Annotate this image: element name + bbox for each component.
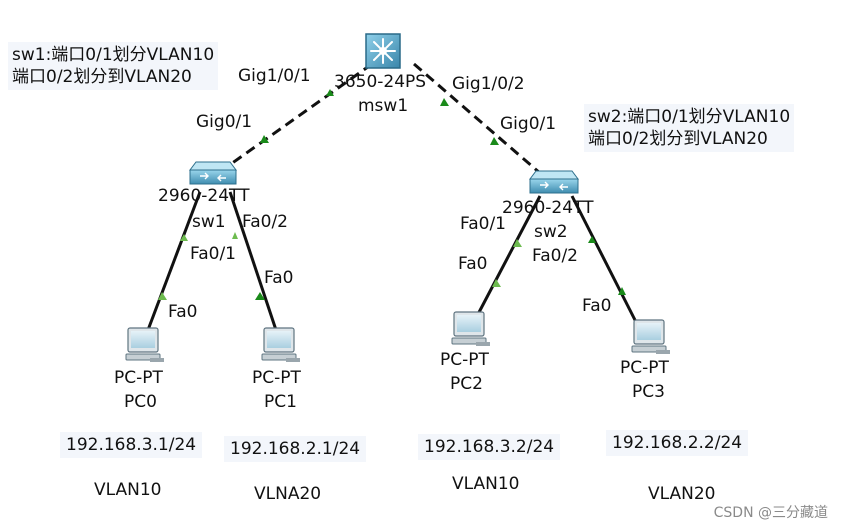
watermark: CSDN @三分藏道	[713, 505, 828, 521]
sw2-note-line1: sw2:端口0/1划分VLAN10	[588, 107, 791, 127]
pc0-ip-label: 192.168.3.1/24	[60, 432, 203, 458]
link-light-msw1-left	[326, 89, 334, 96]
port-label-sw1-fa02: Fa0/2	[242, 212, 288, 232]
pc2-vlan-label: VLAN10	[452, 474, 520, 494]
port-label-pc3-fa0: Fa0	[582, 296, 612, 316]
port-label-msw1-gig102: Gig1/0/2	[452, 74, 525, 94]
pc0-vlan-label: VLAN10	[94, 480, 162, 500]
sw2-note-line2: 端口0/2划分到VLAN20	[588, 129, 768, 149]
link-light-pc2-fa0	[492, 279, 501, 287]
msw1-name-label: msw1	[358, 96, 409, 116]
link-light-sw1-fa01	[180, 234, 188, 241]
port-label-sw2-fa02: Fa0/2	[532, 246, 578, 266]
link-msw1-sw1	[213, 62, 373, 178]
pc-icon[interactable]	[631, 319, 670, 354]
sw1-name-label: sw1	[192, 212, 226, 232]
pc2-name-label: PC2	[450, 374, 483, 394]
pc1-type-label: PC-PT	[252, 368, 301, 388]
sw1-note-line1: sw1:端口0/1划分VLAN10	[12, 45, 215, 65]
link-sw1-pc0	[146, 191, 202, 331]
sw1-config-note: sw1:端口0/1划分VLAN10 端口0/2划分到VLAN20	[8, 42, 219, 90]
link-light-sw2-up	[490, 137, 499, 145]
link-light-sw1-fa02	[232, 232, 238, 239]
sw2-config-note: sw2:端口0/1划分VLAN10 端口0/2划分到VLAN20	[584, 104, 795, 152]
port-label-pc0-fa0: Fa0	[168, 302, 198, 322]
pc3-name-label: PC3	[632, 382, 665, 402]
switch-icon[interactable]	[189, 161, 237, 185]
link-light-pc3-fa0	[618, 287, 626, 295]
port-label-sw1-fa01: Fa0/1	[190, 244, 236, 264]
sw2-model-label: 2960-24TT	[502, 198, 594, 218]
pc1-ip-label: 192.168.2.1/24	[224, 436, 367, 462]
link-light-pc0-fa0	[158, 292, 167, 300]
pc0-type-label: PC-PT	[114, 368, 163, 388]
port-label-pc1-fa0: Fa0	[264, 268, 294, 288]
pc-icon[interactable]	[125, 327, 164, 362]
port-label-sw2-fa01: Fa0/1	[460, 214, 506, 234]
pc-icon[interactable]	[261, 327, 300, 362]
port-label-msw1-gig101: Gig1/0/1	[238, 66, 311, 86]
msw1-model-label: 3650-24PS	[334, 72, 427, 92]
multilayer-switch-icon[interactable]	[365, 33, 401, 69]
pc0-name-label: PC0	[124, 392, 157, 412]
port-label-sw2-gig01: Gig0/1	[500, 114, 557, 134]
switch-icon[interactable]	[529, 170, 579, 194]
pc-icon[interactable]	[451, 311, 490, 346]
link-light-sw1-up	[260, 135, 269, 143]
link-sw1-pc1	[228, 191, 278, 331]
pc3-type-label: PC-PT	[620, 358, 669, 378]
port-label-pc2-fa0: Fa0	[458, 254, 488, 274]
link-sw2-pc3	[570, 195, 638, 323]
link-light-sw2-fa02	[588, 236, 596, 243]
pc2-ip-label: 192.168.3.2/24	[418, 434, 561, 460]
sw1-model-label: 2960-24TT	[158, 186, 250, 206]
port-label-sw1-gig01: Gig0/1	[196, 112, 253, 132]
sw2-name-label: sw2	[534, 222, 568, 242]
pc3-vlan-label: VLAN20	[648, 484, 716, 504]
pc1-name-label: PC1	[264, 392, 297, 412]
link-msw1-sw2	[413, 62, 549, 182]
pc3-ip-label: 192.168.2.2/24	[606, 430, 749, 456]
link-light-sw2-fa01	[513, 239, 522, 247]
link-light-pc1-fa0	[255, 292, 265, 300]
sw1-note-line2: 端口0/2划分到VLAN20	[12, 67, 192, 87]
link-light-msw1-right	[440, 98, 449, 106]
link-sw2-pc2	[474, 195, 542, 319]
pc2-type-label: PC-PT	[440, 350, 489, 370]
pc1-vlan-label: VLNA20	[254, 484, 322, 504]
